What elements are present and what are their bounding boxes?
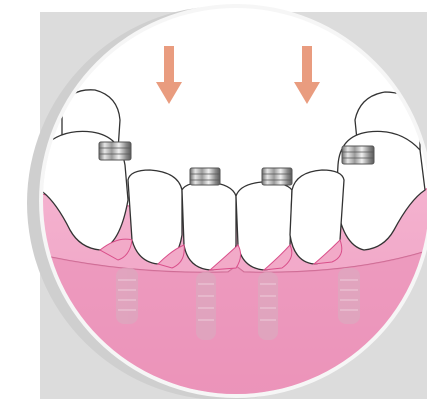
implant-locator-attachment-icon (262, 168, 292, 185)
tooth-left-lateral (128, 170, 182, 264)
dental-implant-icon (258, 272, 278, 340)
implant-locator-attachment-icon (190, 168, 220, 185)
implant-locator-attachment-icon (342, 146, 374, 164)
dental-implant-icon (338, 268, 360, 324)
implant-locator-attachment-icon (99, 142, 131, 160)
dental-implant-icon (116, 268, 138, 324)
dental-implant-icon (196, 272, 216, 340)
